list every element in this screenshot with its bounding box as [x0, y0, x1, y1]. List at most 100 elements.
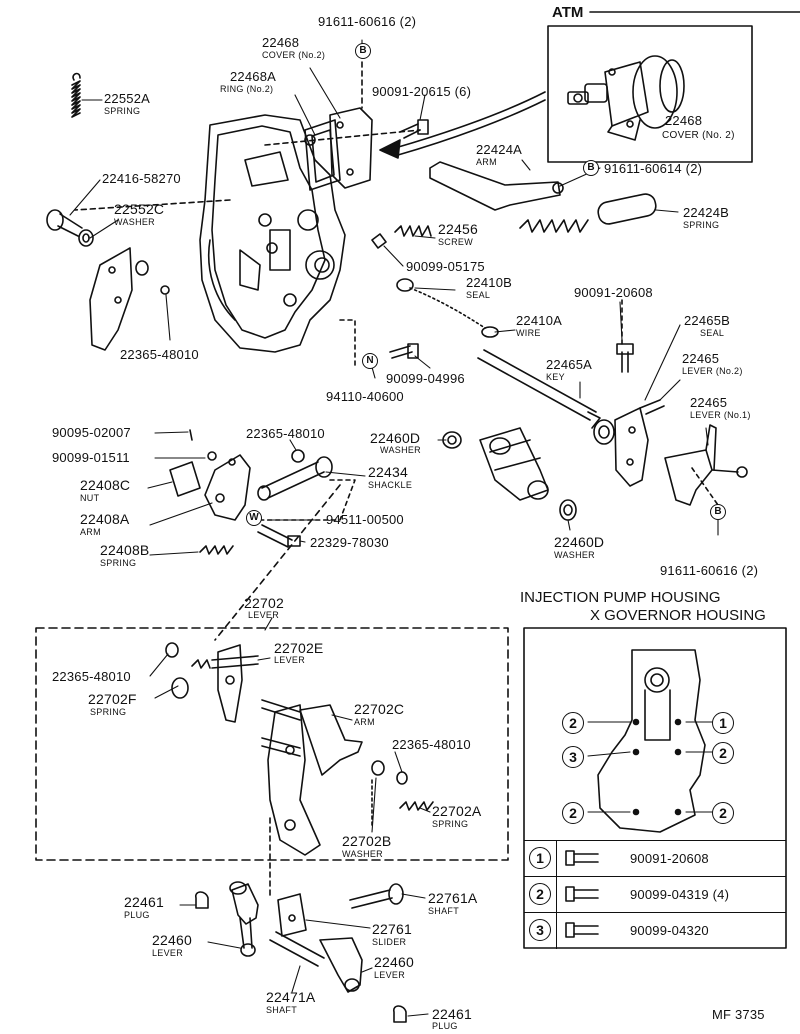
callout-part: 91611-60616 (2) — [318, 14, 417, 29]
housing-marker: 2 — [562, 802, 584, 824]
housing-marker: 1 — [712, 712, 734, 734]
callout-part: 90099-05175 — [406, 259, 485, 274]
callout-desc: SLIDER — [372, 937, 407, 947]
callout-part: 22365-48010 — [246, 426, 325, 441]
callout-desc: LEVER (No.1) — [690, 410, 751, 420]
callout-desc: KEY — [546, 372, 565, 382]
callout-part: 91611-60616 (2) — [660, 563, 759, 578]
slider-22761 — [277, 893, 307, 937]
legend-row: 3 90099-04320 — [524, 912, 786, 949]
callout-part: 22460D — [370, 430, 421, 446]
callout-part: 22456 — [438, 221, 478, 237]
marker-b: B — [710, 504, 726, 520]
cover-no2 — [329, 107, 373, 189]
callout-part: 22465 — [682, 351, 720, 366]
callout-part: 22408B — [100, 542, 150, 558]
lever-22702 — [267, 704, 321, 856]
callout-desc: WASHER — [554, 550, 595, 560]
housing-marker: 2 — [712, 802, 734, 824]
ring-no2 — [304, 119, 341, 191]
legend-part: 90099-04320 — [630, 923, 709, 938]
callout-part: 22468 — [262, 35, 300, 50]
legend-part: 90099-04319 (4) — [630, 887, 730, 902]
callout-desc: NUT — [80, 493, 100, 503]
housing-title-line1: INJECTION PUMP HOUSING — [520, 589, 721, 606]
callout-part: 22408A — [80, 511, 130, 527]
atm-inset — [547, 11, 800, 163]
callout-part: 22465A — [546, 357, 593, 372]
callout-part: 22460 — [374, 954, 414, 970]
atm-title: ATM — [552, 4, 584, 21]
callout-part: 22329-78030 — [310, 535, 389, 550]
callout-desc: WASHER — [380, 445, 421, 455]
governor-body — [479, 427, 549, 501]
shaft-22471a — [269, 931, 325, 967]
callout-part: 22424B — [683, 205, 730, 220]
callout-desc: SHACKLE — [368, 480, 413, 490]
legend-row: 1 90091-20608 — [524, 840, 786, 877]
callout-desc: LEVER (No.2) — [682, 366, 743, 376]
callout-part: 22761 — [372, 921, 412, 937]
callout-desc: SEAL — [466, 290, 491, 300]
legend-bolts — [565, 850, 599, 938]
callout-part: 22552A — [104, 91, 151, 106]
callout-part: 22702F — [88, 691, 137, 707]
callout-desc: SPRING — [683, 220, 720, 230]
callout-part: 90091-20615 (6) — [372, 84, 472, 99]
callout-part: 22465 — [690, 395, 728, 410]
callout-part: 90095-02007 — [52, 425, 131, 440]
callout-part: 22424A — [476, 142, 523, 157]
atm-part: 22468 — [665, 113, 703, 128]
callout-part: 22761A — [428, 890, 478, 906]
callout-part: 22410A — [516, 313, 563, 328]
marker-b: B — [583, 160, 599, 176]
shaft-rod — [477, 349, 597, 421]
callout-part: 90091-20608 — [574, 285, 653, 300]
callout-part: 22702C — [354, 701, 405, 717]
callout-desc: ARM — [80, 527, 101, 537]
callout-part: 22416-58270 — [102, 171, 181, 186]
callout-desc: SPRING — [100, 558, 137, 568]
callout-desc: WIRE — [516, 328, 541, 338]
housing-marker: 2 — [562, 712, 584, 734]
callout-part: 22434 — [368, 464, 408, 480]
callout-part: 22702E — [274, 640, 324, 656]
figure-code: MF 3735 — [712, 1007, 765, 1022]
callout-desc: LEVER — [374, 970, 406, 980]
callout-desc: PLUG — [432, 1021, 458, 1031]
callout-part: 22471A — [266, 989, 316, 1005]
callout-part: 22365-48010 — [392, 737, 471, 752]
lever-no1 — [664, 449, 713, 506]
lever-no2 — [614, 407, 649, 487]
marker-b: B — [355, 43, 371, 59]
legend-row: 2 90099-04319 (4) — [524, 876, 786, 913]
callout-desc: ARM — [354, 717, 375, 727]
callout-desc: SPRING — [90, 707, 127, 717]
arm-22408a — [204, 454, 251, 521]
callout-desc: WASHER — [342, 849, 383, 859]
callout-part: 94511-00500 — [326, 512, 404, 527]
callout-desc: SCREW — [438, 237, 473, 247]
callout-part: 22410B — [466, 275, 513, 290]
shackle-22434 — [261, 461, 325, 499]
atm-arrow — [394, 91, 546, 149]
callout-desc: SHAFT — [266, 1005, 298, 1015]
callout-desc: SPRING — [104, 106, 141, 116]
legend-key: 3 — [529, 919, 551, 941]
callout-desc: LEVER — [152, 948, 184, 958]
callout-part: 22365-48010 — [120, 347, 199, 362]
marker-w: W — [246, 510, 262, 526]
callout-desc: SPRING — [432, 819, 469, 829]
left-lever-plate — [89, 247, 133, 351]
governor-housing — [199, 114, 346, 353]
housing-marker: 3 — [562, 746, 584, 768]
legend-key: 1 — [529, 847, 551, 869]
callout-desc: WASHER — [114, 217, 155, 227]
callout-part: 90099-04996 — [386, 371, 465, 386]
housing-marker: 2 — [712, 742, 734, 764]
lever-22460-right — [319, 937, 363, 993]
lever-22702e — [217, 644, 243, 723]
callout-desc: SHAFT — [428, 906, 460, 916]
